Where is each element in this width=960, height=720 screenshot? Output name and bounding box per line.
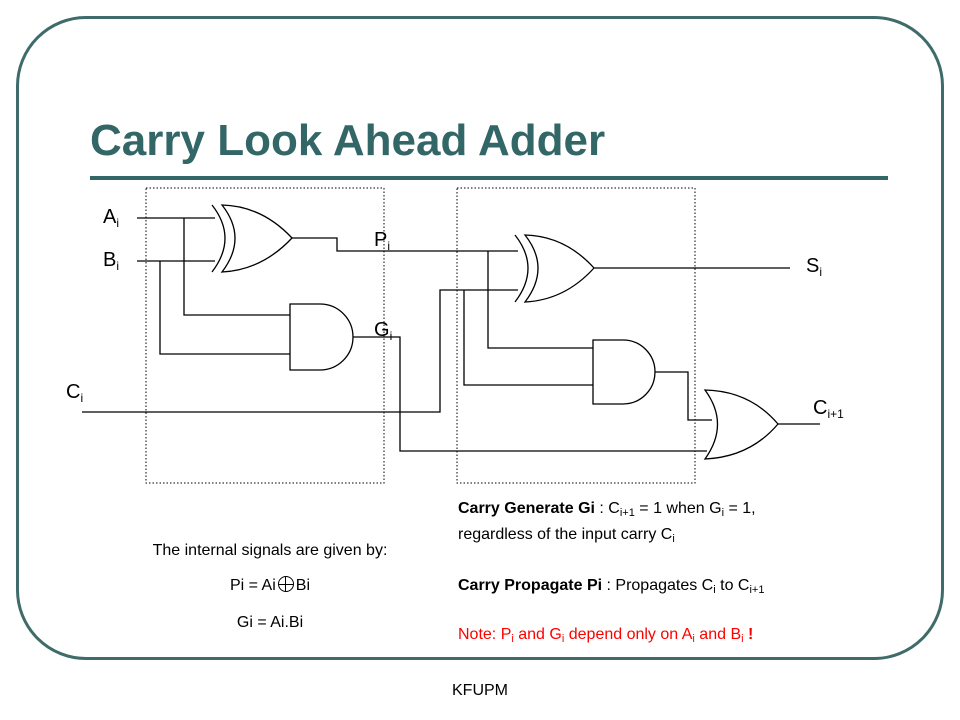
xor-symbol-icon	[277, 576, 294, 592]
label-bi: Bi	[103, 249, 120, 273]
title-underline	[90, 176, 888, 180]
slide-frame	[16, 16, 944, 660]
slide-title: Carry Look Ahead Adder	[90, 116, 606, 165]
and-gate-gi	[289, 303, 354, 371]
xor-gate-pi	[211, 204, 293, 273]
stage-box-1	[145, 187, 385, 484]
xor-gate-si	[514, 234, 595, 303]
label-gi: Gi	[374, 319, 393, 343]
dependency-note: Note: Pi and Gi depend only on Ai and Bi…	[458, 626, 754, 645]
or-gate-cout	[703, 389, 779, 460]
signals-intro: The internal signals are given by:	[152, 542, 388, 559]
stage-box-2	[456, 187, 696, 484]
label-ai: Ai	[103, 206, 120, 230]
and-gate-pc	[592, 339, 656, 405]
footer-text: KFUPM	[452, 682, 508, 699]
gi-equation: Gi = Ai.Bi	[236, 614, 304, 631]
carry-generate-definition: Carry Generate Gi : Ci+1 = 1 when Gi = 1…	[458, 500, 756, 545]
label-ci: Ci	[66, 381, 84, 405]
carry-propagate-definition: Carry Propagate Pi : Propagates Ci to Ci…	[458, 577, 765, 596]
wires	[82, 217, 820, 452]
label-si: Si	[806, 255, 823, 279]
label-ci-plus-1: Ci+1	[813, 397, 844, 421]
label-pi: Pi	[374, 229, 391, 253]
